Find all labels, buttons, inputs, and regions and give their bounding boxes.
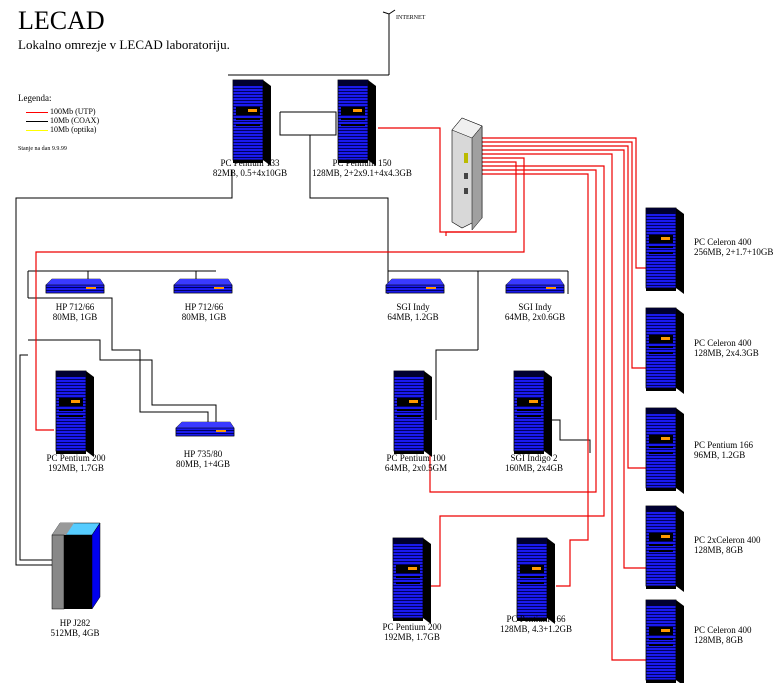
sgi-indigo-2-icon [513, 370, 553, 458]
node-name: PC Celeron 400 [694, 338, 752, 348]
node-spec: 128MB, 8GB [694, 635, 744, 646]
legend-utp-label: 100Mb (UTP) [50, 107, 96, 116]
node-spec: 96MB, 1.2GB [694, 450, 746, 461]
node-spec: 128MB, 2x4.3GB [694, 348, 759, 359]
node-spec: 64MB, 2x0.5GM [384, 463, 448, 474]
node-name: PC Celeron 400 [694, 237, 752, 247]
node-name: HP J282 [59, 618, 91, 628]
node-name: PC Pentium 100 [386, 453, 446, 463]
pc-2xceleron-400-icon [645, 505, 685, 593]
hp-735-icon [175, 421, 235, 437]
node-spec: 128MB, 4.3+1.2GB [499, 624, 573, 635]
node-spec: 192MB, 1.7GB [384, 632, 440, 643]
node-spec: 128MB, 2+2x9.1+4x4.3GB [312, 168, 412, 179]
page-subtitle: Lokalno omrezje v LECAD laboratoriju. [18, 37, 230, 52]
node-spec: 128MB, 8GB [694, 545, 744, 556]
hp-712-a-icon [45, 278, 105, 294]
node-spec: 512MB, 4GB [50, 628, 100, 639]
legend-optika-label: 10Mb (optika) [50, 125, 97, 134]
legend-utp-swatch [26, 112, 48, 113]
pc-pentium-166-bottom-icon [516, 537, 556, 625]
node-spec: 64MB, 2x0.6GB [504, 312, 566, 323]
node-name: PC Celeron 400 [694, 625, 752, 635]
node-name: HP 735/80 [183, 449, 223, 459]
node-name: HP 712/66 [55, 302, 95, 312]
hp-j282-icon [51, 522, 101, 610]
sgi-indy-1-icon [385, 278, 445, 294]
sgi-indy-2-icon [505, 278, 565, 294]
node-name: PC 2xCeleron 400 [694, 535, 761, 545]
node-spec: 82MB, 0.5+4x10GB [212, 168, 288, 179]
pc-celeron-400-d-icon [645, 599, 685, 683]
pc-pentium-133-icon [232, 79, 272, 167]
pc-celeron-400-a-icon [645, 207, 685, 295]
network-switch-icon [451, 117, 483, 231]
node-name: PC Pentium 166 [694, 440, 754, 450]
pc-pentium-200-left-icon [55, 370, 95, 458]
node-spec: 256MB, 2+1.7+10GB [694, 247, 773, 258]
node-name: PC Pentium 150 [332, 158, 392, 168]
node-name: SGI Indy [518, 302, 552, 312]
pc-pentium-100-icon [393, 370, 433, 458]
legend-optika-swatch [26, 130, 48, 131]
node-spec: 80MB, 1GB [181, 312, 227, 323]
internet-label: INTERNET [396, 15, 426, 21]
legend-coax-swatch [26, 121, 48, 122]
node-name: PC Pentium 166 [506, 614, 566, 624]
pc-celeron-400-b-icon [645, 307, 685, 395]
pc-pentium-200-bottom-icon [392, 537, 432, 625]
legend-title: Legenda: [18, 93, 52, 103]
node-name: PC Pentium 200 [46, 453, 106, 463]
node-name: PC Pentium 133 [220, 158, 280, 168]
node-spec: 192MB, 1.7GB [48, 463, 104, 474]
page-title: LECAD [18, 6, 105, 35]
hp-712-b-icon [173, 278, 233, 294]
node-name: HP 712/66 [184, 302, 224, 312]
status-date: Stanje na dan 9.9.99 [18, 146, 67, 152]
pc-pentium-166-right-icon [645, 407, 685, 495]
node-name: SGI Indigo 2 [510, 453, 558, 463]
node-spec: 160MB, 2x4GB [504, 463, 564, 474]
node-name: SGI Indy [396, 302, 430, 312]
legend-coax-label: 10Mb (COAX) [50, 116, 100, 125]
node-name: PC Pentium 200 [382, 622, 442, 632]
node-spec: 80MB, 1+4GB [175, 459, 231, 470]
node-spec: 64MB, 1.2GB [387, 312, 439, 323]
node-spec: 80MB, 1GB [52, 312, 98, 323]
pc-pentium-150-icon [337, 79, 377, 167]
